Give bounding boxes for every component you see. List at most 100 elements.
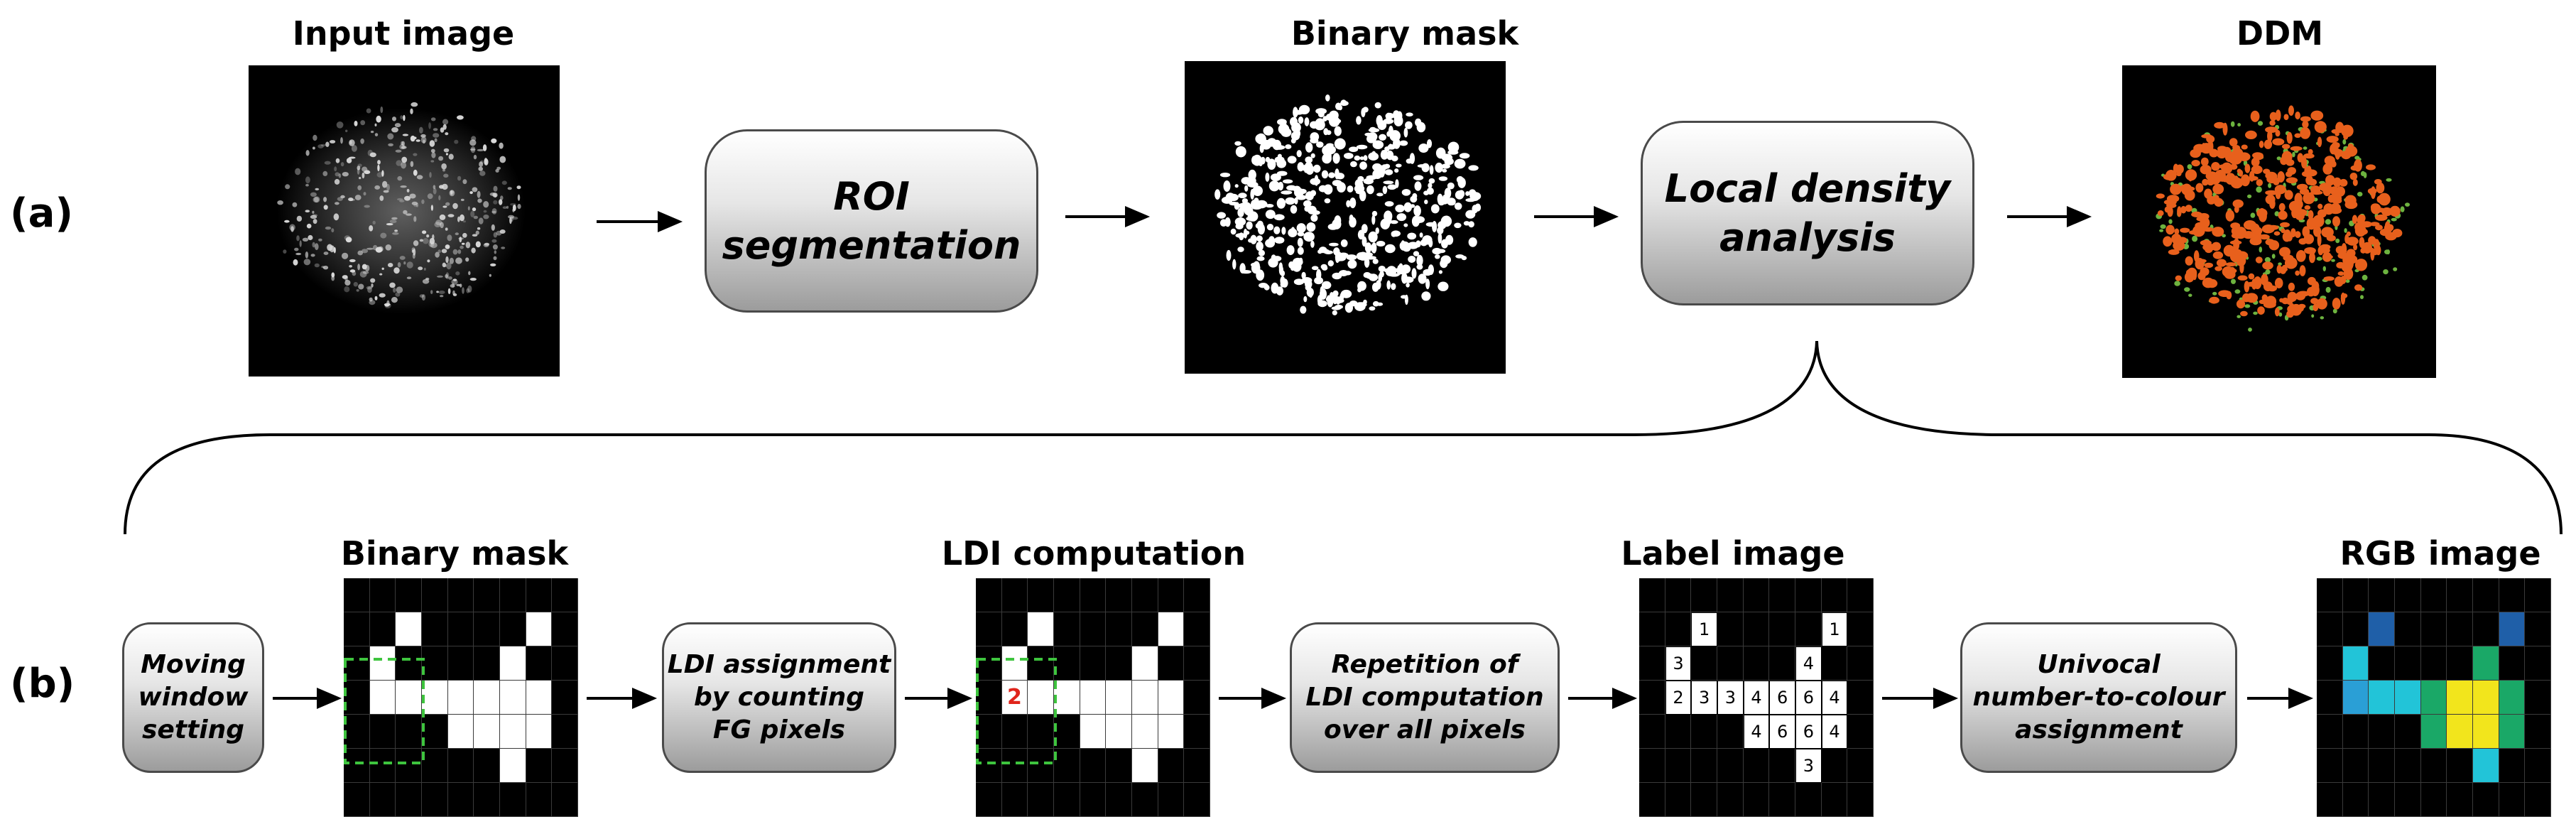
grid-cell (2473, 578, 2499, 612)
ddm-image (2122, 65, 2436, 378)
grid-cell (1028, 578, 1054, 612)
grid-cell (1184, 749, 1210, 783)
grid-cell (2395, 578, 2421, 612)
grid-cell (526, 646, 553, 681)
grid-cell (1001, 783, 1028, 817)
grid-cell (1158, 578, 1185, 612)
grid-cell (1001, 646, 1028, 681)
grid-cell (1691, 749, 1717, 783)
grid-cell (2499, 612, 2526, 646)
grid-cell (2317, 783, 2343, 817)
grid-cell (1080, 646, 1107, 681)
grid-cell (344, 681, 370, 715)
grid-cell (2447, 783, 2473, 817)
grid-cell (1691, 578, 1717, 612)
grid-cell (1028, 783, 1054, 817)
grid-cell (422, 749, 448, 783)
grid-cell (369, 578, 396, 612)
moving-window-outline-ldi (976, 658, 1057, 764)
label-value: 4 (1821, 715, 1848, 749)
grid-cell (2342, 646, 2369, 681)
grid-cell (1184, 783, 1210, 817)
grid-cell (2317, 749, 2343, 783)
grid-cell (369, 612, 396, 646)
grid-cell (396, 749, 422, 783)
grid-cell (2369, 612, 2395, 646)
grid-cell (1106, 715, 1132, 749)
grid-cell (344, 612, 370, 646)
grid-cell (526, 681, 553, 715)
label-value: 1 (1691, 612, 1717, 646)
grid-cell (2499, 783, 2526, 817)
grid-cell (1054, 681, 1080, 715)
input-image (249, 65, 560, 377)
grid-cell (2447, 715, 2473, 749)
grid-cell (344, 646, 370, 681)
grid-cell (2420, 715, 2447, 749)
grid-cell (1106, 646, 1132, 681)
grid-cell (552, 783, 578, 817)
grid-cell (1639, 612, 1665, 646)
grid-cell (2525, 715, 2551, 749)
grid-cell (1132, 578, 1158, 612)
grid-cell (344, 749, 370, 783)
grid-cell (2369, 681, 2395, 715)
grid-cell (1158, 681, 1185, 715)
label-value: 3 (1795, 749, 1822, 783)
grid-cell (2499, 681, 2526, 715)
grid-cell (2342, 715, 2369, 749)
grid-cell (1665, 612, 1692, 646)
grid-cell (500, 646, 526, 681)
grid-cell (500, 715, 526, 749)
grid-cell (526, 612, 553, 646)
grid-cell (1158, 783, 1185, 817)
grid-cell (2525, 578, 2551, 612)
label-value: 4 (1795, 646, 1822, 681)
grid-cell (2473, 749, 2499, 783)
grid-cell (1028, 749, 1054, 783)
grid-cell (500, 612, 526, 646)
grid-cell (1080, 612, 1107, 646)
grid-cell (447, 578, 474, 612)
grid-cell (1106, 612, 1132, 646)
grid-cell (1847, 646, 1874, 681)
grid-cell (1028, 715, 1054, 749)
grid-cell (1743, 578, 1770, 612)
label-value: 6 (1795, 681, 1822, 715)
arrow-b6-head (1933, 687, 1959, 710)
grid-cell (1080, 749, 1107, 783)
grid-cell (976, 646, 1002, 681)
grid-cell (369, 749, 396, 783)
grid-cell (1821, 578, 1848, 612)
grid-cell (1054, 715, 1080, 749)
grid-cell (1665, 578, 1692, 612)
grid-cell (474, 749, 500, 783)
grid-cell (422, 783, 448, 817)
grid-cell (1847, 612, 1874, 646)
grid-cell (1639, 715, 1665, 749)
grid-cell (2420, 646, 2447, 681)
grid-cell (1847, 749, 1874, 783)
grid-cell (2342, 749, 2369, 783)
expansion-brace (124, 340, 2563, 535)
label-value: 2 (1665, 681, 1692, 715)
arrow-b7-head (2288, 687, 2314, 710)
grid-cell (1158, 612, 1185, 646)
grid-cell (526, 749, 553, 783)
grid-cell (1717, 783, 1744, 817)
arrow-b2-head (632, 687, 658, 710)
grid-cell (1665, 783, 1692, 817)
ldi-highlight-value: 2 (1001, 681, 1028, 715)
grid-cell (1184, 681, 1210, 715)
grid-cell (1639, 681, 1665, 715)
grid-cell (1639, 749, 1665, 783)
grid-cell (1743, 783, 1770, 817)
grid-cell (1158, 715, 1185, 749)
label-value: 4 (1743, 681, 1770, 715)
grid-cell (1080, 715, 1107, 749)
grid-cell (526, 715, 553, 749)
